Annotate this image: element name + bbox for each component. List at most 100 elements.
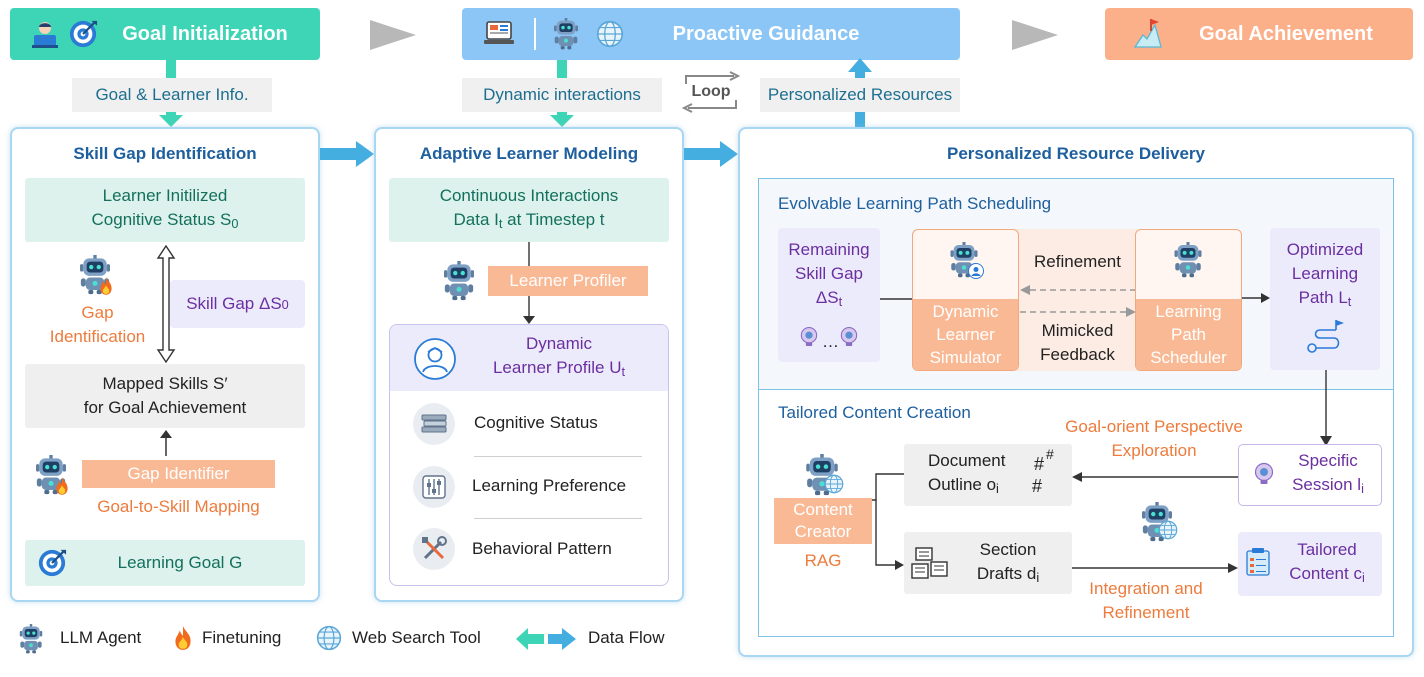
dynamic-interactions-tag: Dynamic interactions [462, 78, 662, 112]
perspective-label: Goal-orient Perspective Exploration [1048, 414, 1260, 464]
outline-line2-text: Outline o [928, 474, 997, 494]
profile-divider-2 [474, 518, 642, 519]
arrow-right-1-icon [370, 20, 416, 50]
profile-item-behavioral: Behavioral Pattern [472, 539, 612, 558]
gap-identification-label: Gap Identification [50, 300, 145, 350]
session-to-outline-arrow-icon [1072, 472, 1240, 482]
loop-arrows-icon [681, 71, 741, 113]
drafts-line1: Section [979, 539, 1037, 559]
legend-robot-icon [18, 624, 44, 654]
learner-model-title: Adaptive Learner Modeling [419, 144, 639, 163]
up-arrow-mapping-icon [160, 430, 172, 456]
outline-line2: Outline oi [928, 473, 999, 501]
tools-icon [413, 528, 455, 570]
proactive-icons [484, 18, 614, 50]
profile-item-cognitive: Cognitive Status [474, 413, 598, 432]
initial-status-sub: 0 [231, 216, 239, 232]
creator-line2: Creator [794, 522, 852, 541]
refinement-label: Refinement [1034, 252, 1121, 271]
legend-flow-label: Data Flow [588, 628, 665, 647]
simulator-line3: Simulator [929, 348, 1002, 367]
teal-arrowhead-1-icon [159, 115, 183, 127]
scheduler-line1: Learning [1155, 302, 1222, 321]
tailored-line2-text: Content c [1289, 563, 1362, 583]
initial-status-line2: Cognitive Status S0 [92, 208, 239, 236]
learning-goal-text: Learning Goal G [117, 553, 243, 572]
personalized-resources-tag: Personalized Resources [760, 78, 960, 112]
flow-arrowhead-2-icon [720, 141, 738, 167]
goal-achievement-header: Goal Achievement [1105, 8, 1413, 60]
profile-line2-sub: t [621, 364, 626, 380]
books-icon [413, 403, 455, 445]
creator-line1: Content [793, 500, 853, 519]
drafts-line2-text: Drafts d [976, 563, 1037, 583]
drafts-icon [911, 547, 948, 579]
hash-symbol-3: # [1032, 476, 1043, 496]
legend-finetuning-label: Finetuning [202, 628, 282, 647]
skill-ellipsis: … [822, 332, 839, 351]
trophy-flag-icon [1133, 19, 1162, 48]
integration-label: Integration and Refinement [1062, 576, 1230, 626]
legend-fire-icon [172, 625, 194, 651]
data-line2b: at Timestep t [502, 209, 605, 229]
mapped-skills-box: Mapped Skills S′ for Goal Achievement [25, 364, 305, 428]
skill-gap-delta-text: Skill Gap ΔS [186, 294, 282, 313]
goal-achievement-label: Goal Achievement [1199, 22, 1373, 45]
fire-mapper-icon [54, 476, 70, 496]
learner-profiler-bar: Learner Profiler [488, 266, 648, 296]
session-line2: Session li [1292, 473, 1364, 501]
remaining-line3-text: ΔS [815, 288, 839, 307]
blue-arrowhead-up-icon [848, 58, 872, 72]
profile-header: Dynamic Learner Profile Ut [390, 325, 668, 391]
gap-identifier-bar: Gap Identifier [82, 460, 275, 488]
legend-globe-icon [316, 625, 342, 651]
content-creator-bar: Content Creator [774, 498, 872, 544]
perspective-line2: Exploration [1111, 441, 1197, 460]
integration-line2: Refinement [1102, 603, 1190, 622]
legend-agent-label: LLM Agent [60, 628, 142, 647]
simulator-line1: Dynamic [932, 302, 999, 321]
optimized-line1: Optimized [1286, 240, 1364, 259]
mimicked-feedback-label: Mimicked Feedback [1020, 318, 1135, 368]
rag-label: RAG [804, 551, 842, 570]
optimized-line3: Path Lt [1299, 286, 1352, 314]
sliders-icon [413, 466, 455, 508]
drafts-line2-sub: i [1036, 570, 1040, 586]
session-line1: Specific [1298, 450, 1358, 470]
integrator-globe-icon [1158, 520, 1178, 540]
data-line2: Data It at Timestep t [454, 208, 605, 236]
scheduler-output-arrow-icon [1242, 293, 1270, 303]
goal-target-icon [37, 548, 67, 578]
hash-symbol-1: # [1034, 454, 1045, 474]
goal-init-label: Goal Initialization [122, 22, 288, 45]
double-arrow-icon [156, 244, 176, 364]
initial-status-box: Learner Initilized Cognitive Status S0 [25, 178, 305, 242]
refinement-arrow-icon [1020, 285, 1136, 295]
fire-icon [98, 276, 114, 296]
path-to-session-arrow-icon [1320, 370, 1332, 446]
profile-line2-text: Learner Profile U [492, 357, 622, 377]
flow-arrowhead-1-icon [356, 141, 374, 167]
skill-bulb-2-icon [840, 326, 858, 348]
flow-arrow-2 [684, 148, 722, 160]
legend-web-label: Web Search Tool [352, 628, 481, 647]
laptop-dashboard-icon [484, 21, 514, 44]
creator-branch-icon [872, 473, 904, 570]
outline-line1: Document [928, 450, 1006, 470]
goal-info-tag: Goal & Learner Info. [72, 78, 272, 112]
legend-flow-arrows-icon [516, 628, 576, 650]
integration-line1: Integration and [1089, 579, 1203, 598]
skill-bulb-1-icon [800, 326, 818, 348]
remaining-connector-icon [880, 298, 912, 300]
drafts-line2: Drafts di [977, 562, 1039, 590]
proactive-guidance-header: Proactive Guidance [462, 8, 960, 60]
robot-icon [552, 18, 580, 50]
optimized-path-box: Optimized Learning Path Lt [1270, 228, 1380, 370]
specific-session-box: Specific Session li [1238, 444, 1382, 506]
session-line2-text: Session l [1292, 474, 1362, 494]
skill-gap-delta-sub: 0 [281, 296, 289, 312]
profile-divider-1 [474, 456, 642, 457]
path-scheduling-title: Evolvable Learning Path Scheduling [778, 194, 1052, 213]
profile-item-preference: Learning Preference [472, 476, 627, 495]
